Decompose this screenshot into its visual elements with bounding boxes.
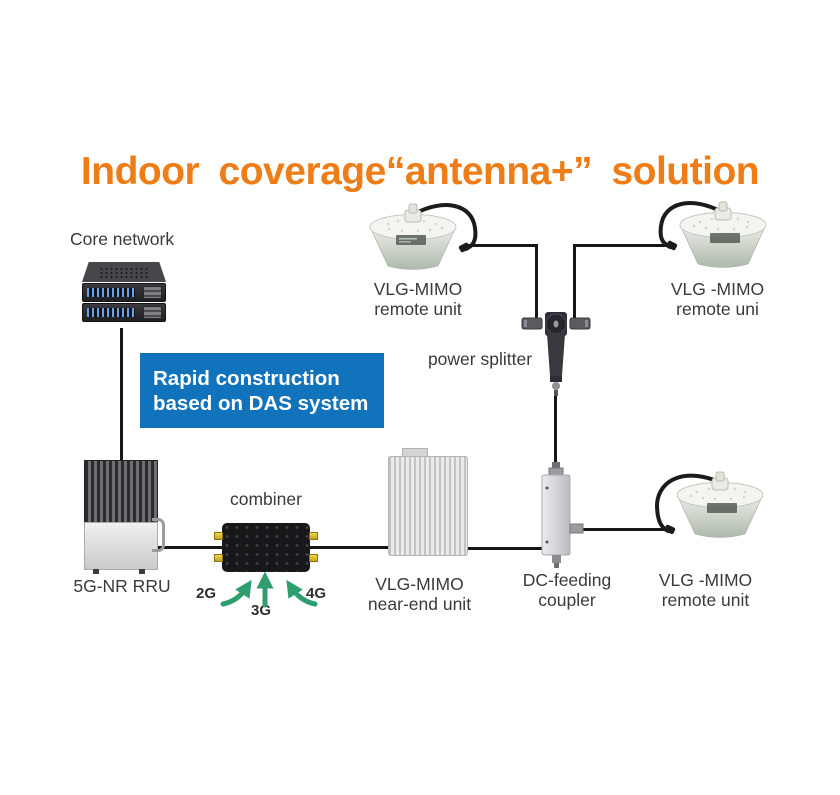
- antenna-cable: [654, 473, 721, 533]
- callout-line1: Rapid construction: [153, 367, 340, 390]
- arrow-4g-icon: [286, 579, 318, 607]
- near-end-unit-label-line1: VLG-MIMO: [375, 574, 464, 594]
- core-network-device: [82, 262, 166, 326]
- rf-connector: [214, 554, 223, 562]
- server-rack-unit: [82, 283, 166, 302]
- remote-bottom-right-label-line2: remote unit: [661, 590, 750, 610]
- connection-line: [580, 528, 670, 531]
- remote-top-right-label-line1: VLG -MIMO: [670, 279, 765, 299]
- band-4g-label: 4G: [306, 585, 327, 602]
- connection-line: [468, 547, 545, 550]
- antenna-cable: [658, 201, 724, 249]
- band-2g-label: 2G: [196, 585, 217, 602]
- connection-line: [554, 392, 557, 470]
- power-splitter-device: [521, 312, 591, 396]
- rru-base: [84, 522, 158, 574]
- remote-antenna-top-right: [658, 201, 767, 268]
- remote-bottom-right-label-line1: VLG -MIMO: [658, 570, 753, 590]
- remote-top-right-label-line2: remote uni: [676, 299, 759, 319]
- dc-coupler-label-line1: DC-feeding: [522, 570, 612, 590]
- dc-coupler-device: [541, 462, 584, 568]
- core-network-label: Core network: [70, 229, 175, 249]
- connection-line: [573, 244, 576, 320]
- das-callout-box: Rapid construction based on DAS system: [140, 353, 384, 428]
- remote-antenna-top-left: [369, 203, 478, 270]
- rru-device: [84, 460, 165, 574]
- dc-coupler-label: DC-feeding coupler: [503, 570, 631, 610]
- remote-antenna-bottom-right: [654, 471, 764, 538]
- near-end-unit-label: VLG-MIMO near-end unit: [352, 574, 487, 614]
- combiner-label: combiner: [230, 489, 302, 509]
- remote-top-right-label: VLG -MIMO remote uni: [650, 279, 785, 319]
- antenna-cable: [412, 203, 478, 251]
- band-arrows: [220, 571, 318, 608]
- connection-line: [120, 328, 123, 462]
- remote-top-left-label: VLG-MIMO remote unit: [348, 279, 488, 319]
- near-end-unit-device: [388, 448, 468, 556]
- connection-line: [535, 244, 538, 320]
- callout-line2: based on DAS system: [153, 392, 369, 415]
- rf-connector: [309, 554, 318, 562]
- rf-connector: [214, 532, 223, 540]
- rf-connector: [309, 532, 318, 540]
- rru-handle: [152, 518, 165, 552]
- near-end-unit-label-line2: near-end unit: [367, 594, 472, 614]
- page-title: Indoor coverage“antenna+” solution: [80, 150, 760, 193]
- rru-label: 5G-NR RRU: [73, 576, 171, 596]
- rru-heatsink: [84, 460, 158, 522]
- remote-top-left-label-line2: remote unit: [374, 299, 462, 319]
- connection-line: [464, 244, 538, 247]
- remote-top-left-label-line1: VLG-MIMO: [373, 279, 463, 299]
- power-splitter-label: power splitter: [427, 349, 533, 369]
- server-rack-unit: [82, 303, 166, 322]
- near-end-unit-body: [388, 456, 468, 556]
- remote-bottom-right-label: VLG -MIMO remote unit: [638, 570, 773, 610]
- connection-line: [573, 244, 670, 247]
- arrow-2g-icon: [220, 579, 252, 607]
- dc-coupler-label-line2: coupler: [538, 590, 596, 610]
- combiner-device: [214, 523, 318, 572]
- server-vent-panel: [82, 262, 166, 282]
